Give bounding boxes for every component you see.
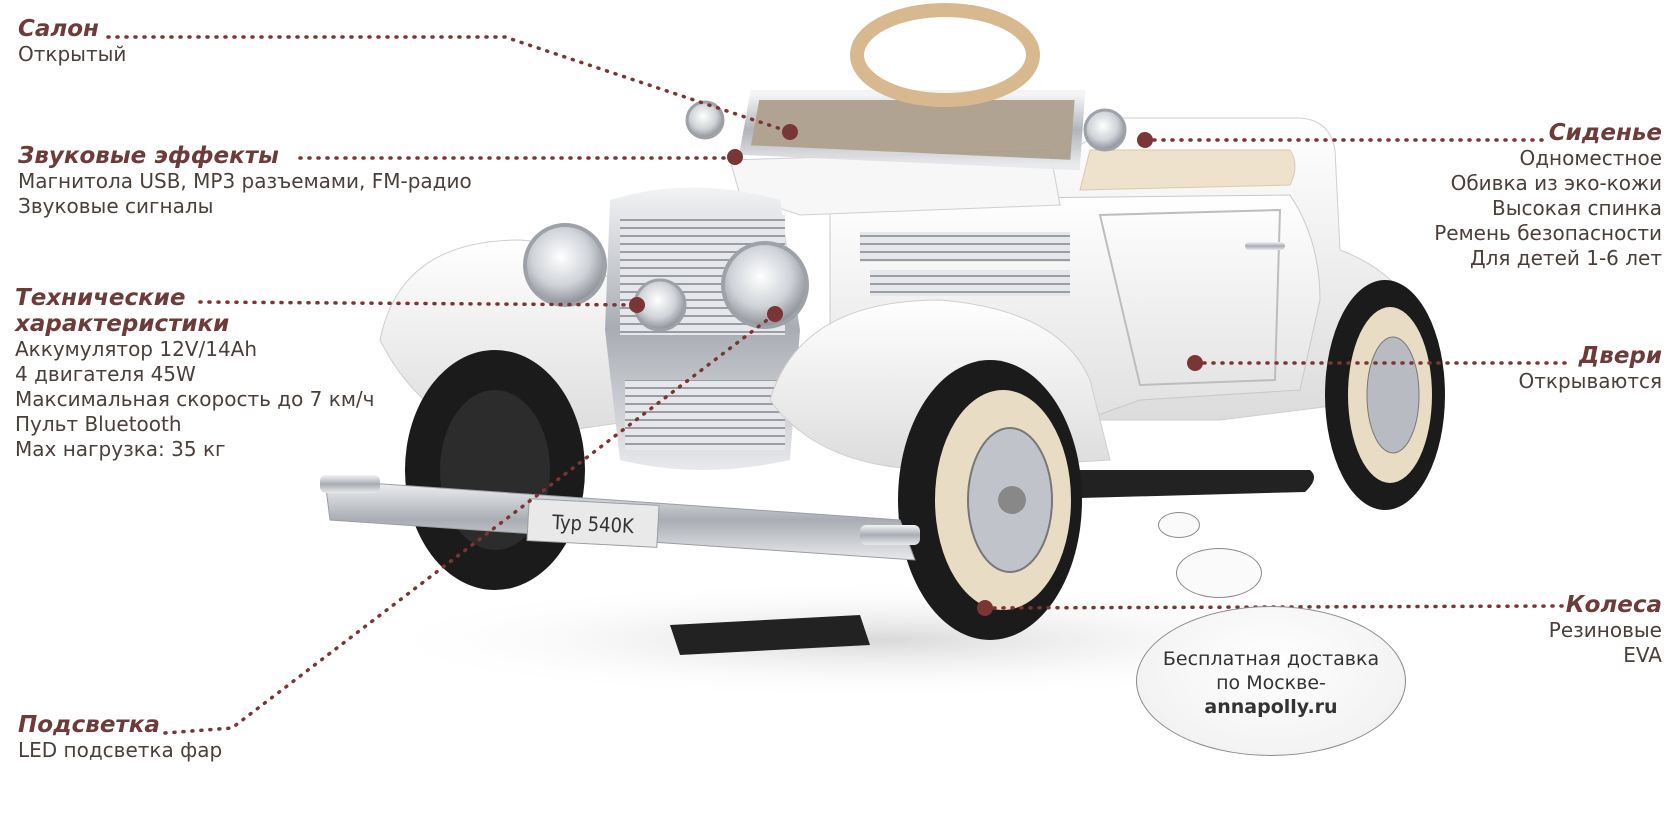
delivery-line1: Бесплатная доставка bbox=[1162, 648, 1380, 670]
bubble-tail-small bbox=[1158, 512, 1200, 538]
front-left-wheel bbox=[405, 350, 585, 590]
feature-tech-title: Технические bbox=[15, 285, 186, 311]
feature-seat-line: Высокая спинка bbox=[1492, 196, 1662, 220]
feature-tech-line: 4 двигателя 45W bbox=[15, 362, 196, 386]
rear-wheel bbox=[1325, 280, 1445, 510]
feature-tech-line: Аккумулятор 12V/14Ah bbox=[15, 337, 258, 361]
feature-sound-title: Звуковые эффекты bbox=[18, 143, 279, 169]
feature-tech: Технические характеристики Аккумулятор 1… bbox=[15, 285, 374, 462]
feature-sound: Звуковые эффекты Магнитола USB, MP3 разъ… bbox=[18, 143, 472, 219]
leader-salon bbox=[106, 35, 792, 134]
side-vent bbox=[860, 232, 1070, 262]
feature-tech-line: Пульт Bluetooth bbox=[15, 412, 182, 436]
feature-doors-line: Открываются bbox=[1518, 369, 1662, 393]
dot-salon bbox=[782, 124, 798, 140]
feature-light: Подсветка LED подсветка фар bbox=[18, 712, 222, 763]
feature-wheels-line: Резиновые bbox=[1548, 618, 1662, 642]
door bbox=[1098, 208, 1282, 387]
feature-sound-line: Магнитола USB, MP3 разъемами, FM-радио bbox=[18, 169, 472, 193]
feature-seat-title: Сиденье bbox=[1548, 120, 1662, 146]
front-right-wheel bbox=[898, 360, 1082, 640]
feature-seat: Сиденье Одноместное Обивка из эко-кожи В… bbox=[1434, 120, 1662, 271]
feature-wheels-title: Колеса bbox=[1565, 592, 1662, 618]
plate-text: Typ 540K bbox=[550, 510, 635, 538]
feature-seat-line: Одноместное bbox=[1519, 146, 1662, 170]
steering-wheel bbox=[850, 3, 1040, 107]
feature-doors-title: Двери bbox=[1578, 343, 1662, 369]
feature-salon: Салон Открытый bbox=[18, 16, 126, 67]
feature-light-line: LED подсветка фар bbox=[18, 738, 223, 762]
feature-tech-line: Максимальная скорость до 7 км/ч bbox=[15, 387, 375, 411]
delivery-site-link[interactable]: annapolly.ru bbox=[1204, 696, 1338, 718]
delivery-line2: по Москве- bbox=[1216, 672, 1326, 694]
seat bbox=[1079, 149, 1296, 191]
running-board bbox=[1060, 470, 1314, 498]
feature-light-title: Подсветка bbox=[18, 712, 160, 738]
feature-doors: Двери Открываются bbox=[1518, 343, 1662, 394]
feature-wheels: Колеса Резиновые EVA bbox=[1549, 592, 1662, 668]
dot-sound bbox=[727, 149, 743, 165]
leader-light bbox=[163, 312, 777, 735]
headlamps bbox=[523, 100, 1127, 332]
feature-seat-line: Обивка из эко-кожи bbox=[1450, 171, 1662, 195]
dot-tech bbox=[629, 297, 645, 313]
car-illustration: Typ 540K bbox=[320, 3, 1445, 655]
feature-tech-line: Max нагрузка: 35 кг bbox=[15, 437, 226, 461]
anchor-dots bbox=[629, 124, 1203, 616]
feature-salon-title: Салон bbox=[18, 16, 99, 42]
undercarriage-bar bbox=[670, 615, 870, 655]
dot-wheels bbox=[977, 600, 993, 616]
feature-wheels-line: EVA bbox=[1623, 643, 1662, 667]
radiator-grille bbox=[605, 187, 800, 470]
delivery-bubble: Бесплатная доставка по Москве- annapolly… bbox=[1136, 606, 1406, 756]
feature-tech-title: характеристики bbox=[15, 311, 230, 337]
dot-light bbox=[767, 306, 783, 322]
bubble-tail-medium bbox=[1176, 548, 1262, 598]
feature-seat-line: Ремень безопасности bbox=[1434, 221, 1662, 245]
side-vent-lower bbox=[870, 270, 1070, 296]
dot-seat bbox=[1137, 132, 1153, 148]
feature-salon-line: Открытый bbox=[18, 42, 127, 66]
door-handle bbox=[1245, 242, 1285, 250]
leader-tech bbox=[198, 300, 639, 307]
dot-doors bbox=[1187, 355, 1203, 371]
feature-seat-line: Для детей 1-6 лет bbox=[1469, 246, 1662, 270]
license-plate: Typ 540K bbox=[526, 498, 660, 548]
feature-sound-line: Звуковые сигналы bbox=[18, 194, 214, 218]
